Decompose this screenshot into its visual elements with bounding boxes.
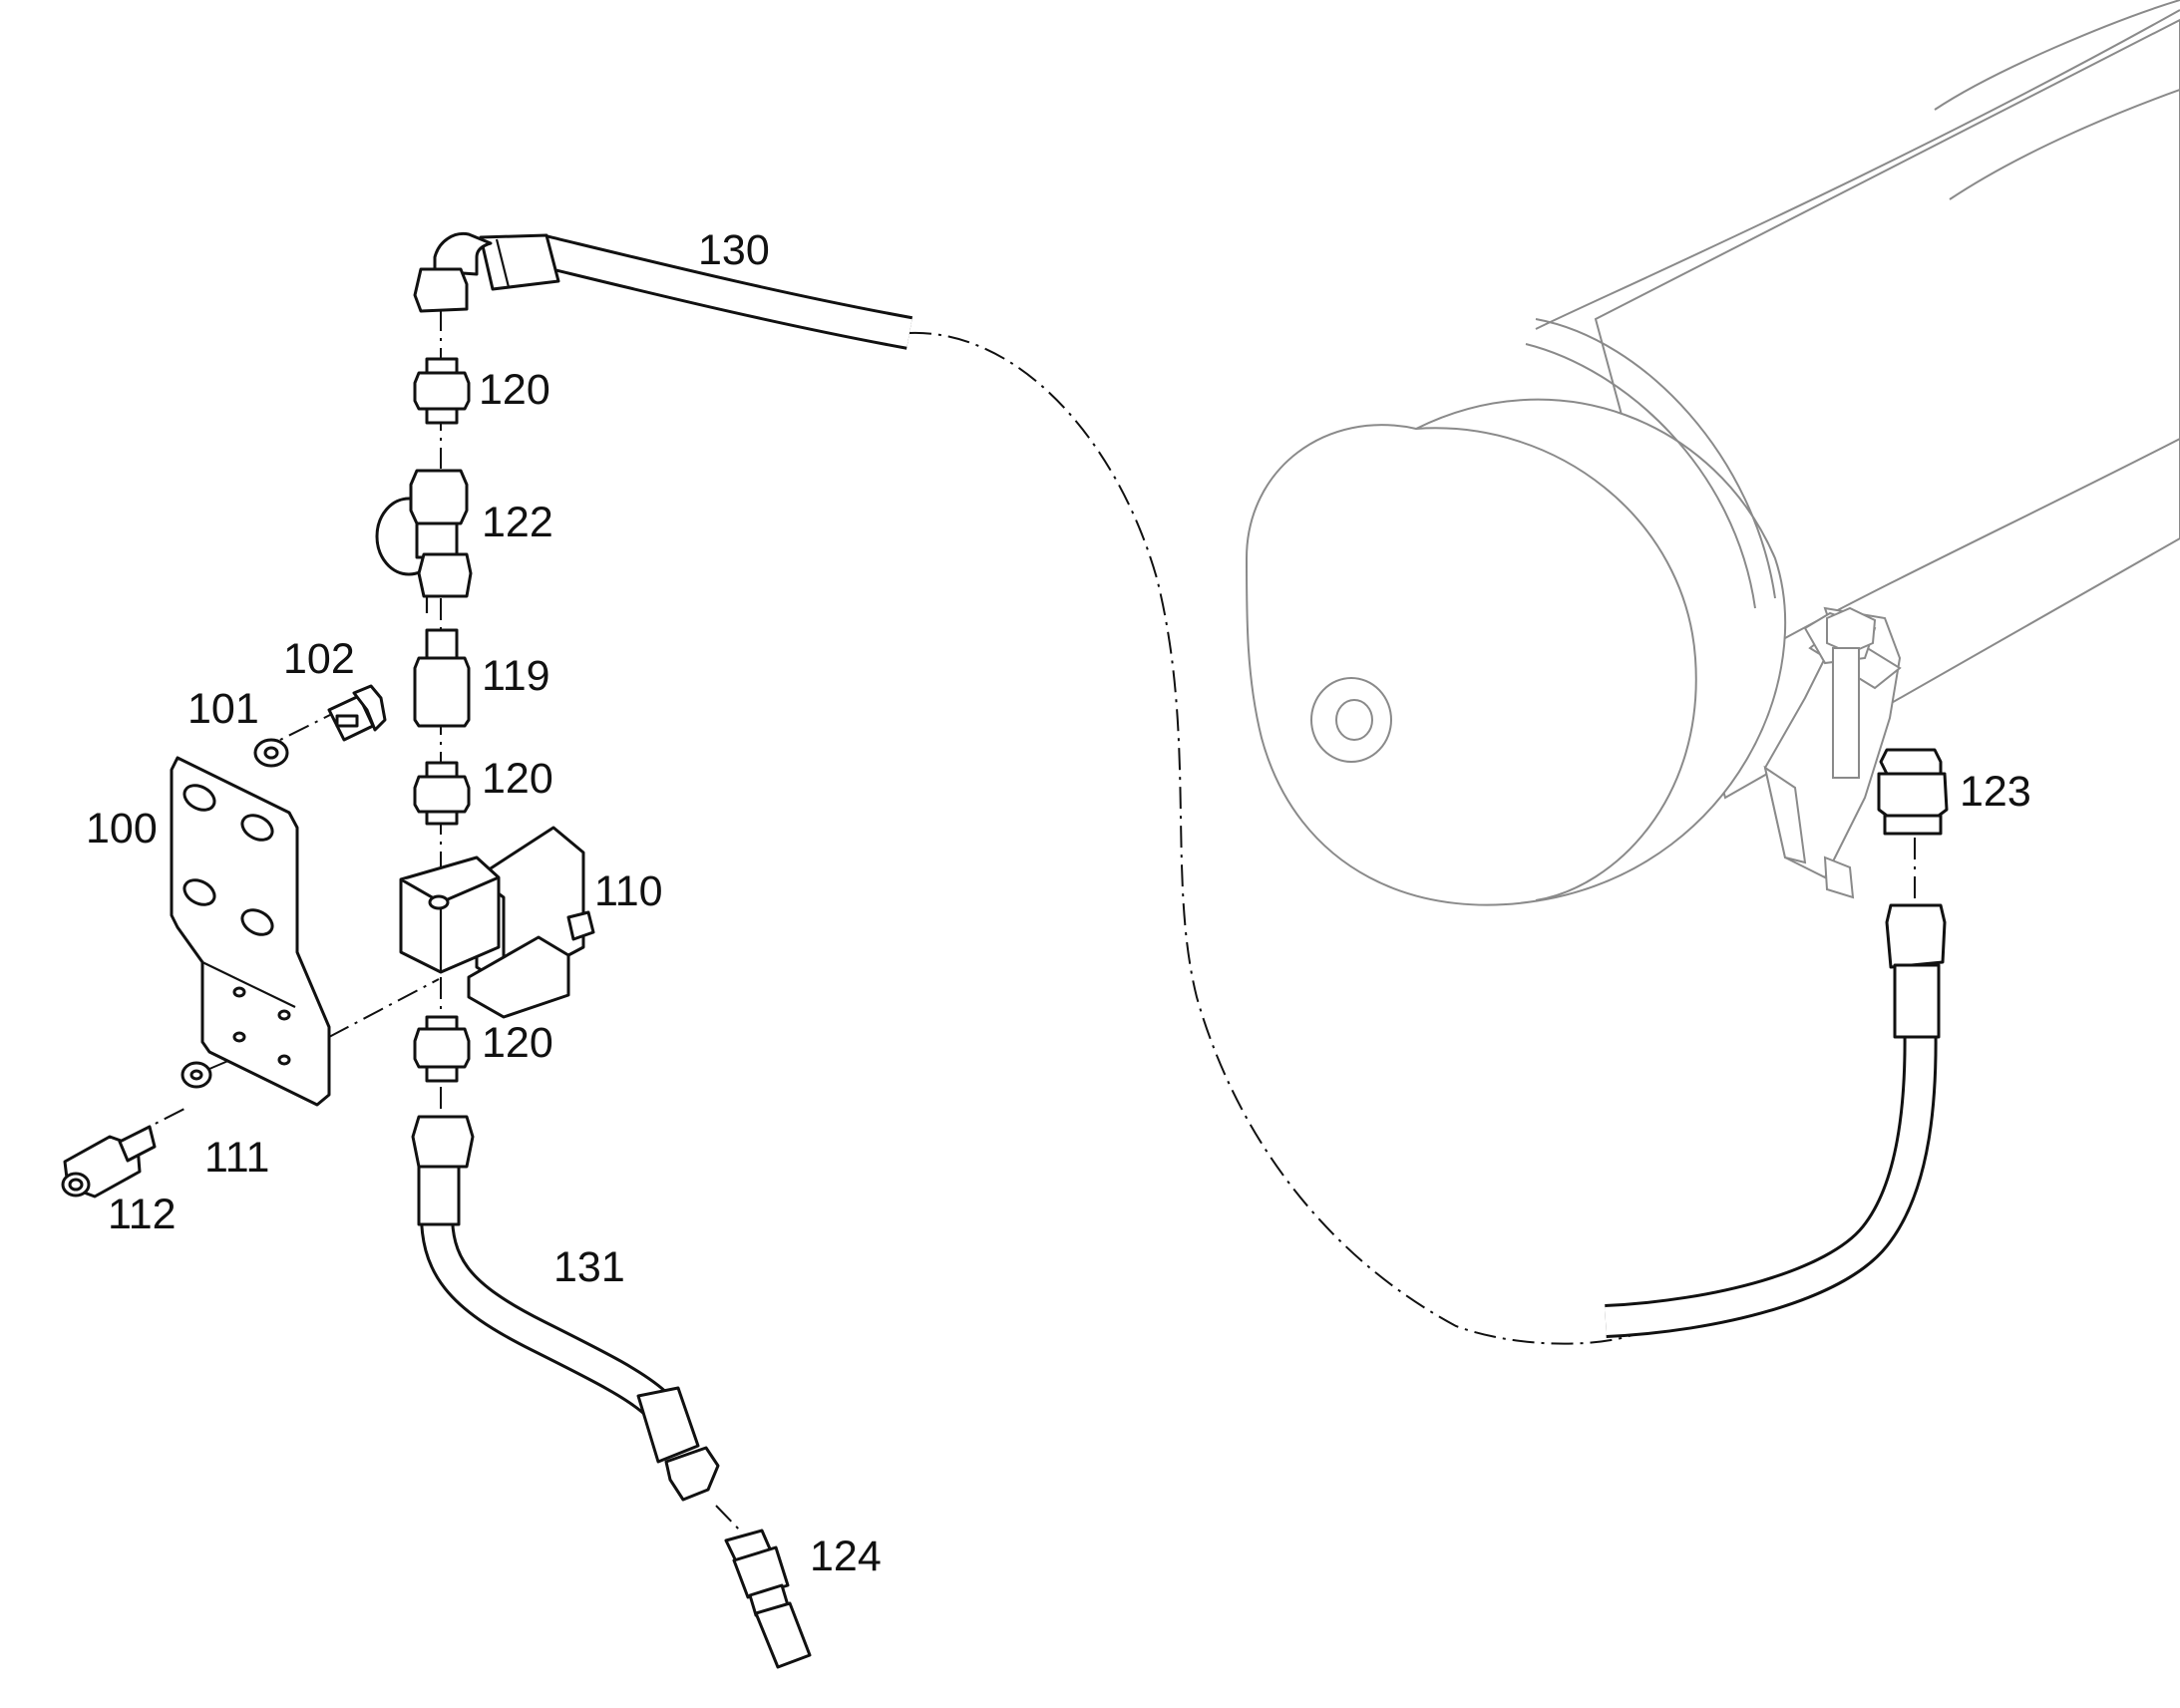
adapter-119 <box>413 628 471 728</box>
hose-131 <box>411 1115 720 1502</box>
callout-130: 130 <box>698 226 770 274</box>
callout-101: 101 <box>187 685 259 733</box>
air-tank <box>1245 0 2180 906</box>
callout-111: 111 <box>204 1134 269 1182</box>
callout-112: 112 <box>108 1191 177 1238</box>
hose-130 <box>413 231 913 350</box>
union-fitting-120-lower <box>413 1015 471 1083</box>
callout-110: 110 <box>594 867 663 915</box>
hex-bolt-102 <box>327 684 387 742</box>
washer-101 <box>253 738 289 768</box>
union-fitting-123 <box>1877 748 1949 836</box>
hose-right <box>1605 903 1947 1338</box>
callout-120-lower: 120 <box>482 1019 553 1067</box>
callout-122: 122 <box>482 499 553 546</box>
callout-120-top: 120 <box>479 366 550 414</box>
callout-131: 131 <box>553 1243 625 1291</box>
callout-124: 124 <box>810 1533 882 1580</box>
gauge-tee-122 <box>375 469 473 613</box>
solenoid-valve-110 <box>399 826 595 1019</box>
callout-120-middle: 120 <box>482 755 553 803</box>
hose-barb-124 <box>724 1529 812 1669</box>
union-fitting-120-top <box>413 357 471 425</box>
union-fitting-120-middle <box>413 761 471 826</box>
washer-111 <box>181 1061 212 1089</box>
callout-102: 102 <box>283 635 355 683</box>
callout-100: 100 <box>86 805 158 853</box>
tank-mounting-bracket <box>1763 606 1902 899</box>
cap-screw-112 <box>61 1125 157 1198</box>
callout-123: 123 <box>1960 768 2031 816</box>
callout-119: 119 <box>482 652 550 700</box>
mounting-bracket-100 <box>170 756 331 1107</box>
